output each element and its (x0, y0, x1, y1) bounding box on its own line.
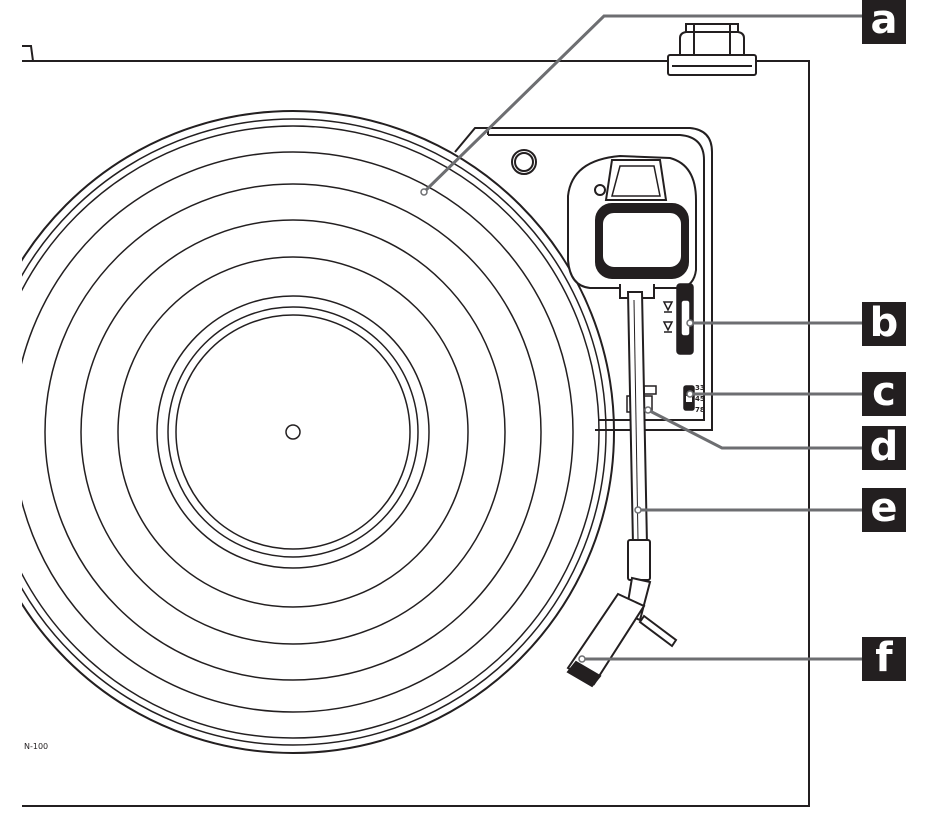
leader-dots (420, 188, 694, 663)
callout-a: a (862, 0, 906, 44)
speed-label-78: 78 (695, 406, 705, 414)
callout-e: e (862, 485, 906, 532)
speed-selector (683, 385, 695, 411)
leader-d (647, 408, 864, 450)
callout-label-d: d (870, 424, 899, 470)
model-label: N-100 (24, 742, 48, 751)
callout-label-b: b (870, 300, 899, 346)
callout-label-e: e (870, 485, 897, 531)
lift-lever (662, 283, 694, 355)
callout-label-f: f (875, 635, 893, 681)
callout-b: b (862, 300, 906, 346)
headshell (566, 576, 678, 688)
callout-label-a: a (871, 0, 898, 43)
leader-lines (422, 14, 864, 661)
leader-a (422, 14, 864, 194)
callout-f: f (862, 635, 906, 681)
callout-c: c (862, 369, 906, 416)
tonearm (626, 291, 651, 581)
callout-d: d (862, 424, 906, 470)
platter (22, 110, 615, 754)
callout-label-c: c (872, 369, 896, 415)
plinth (22, 45, 810, 807)
tonearm-pivot (567, 154, 697, 299)
speed-label-33: 33 (695, 384, 705, 392)
speed-label-45: 45 (695, 395, 705, 403)
dust-cover-hinge (667, 23, 757, 76)
